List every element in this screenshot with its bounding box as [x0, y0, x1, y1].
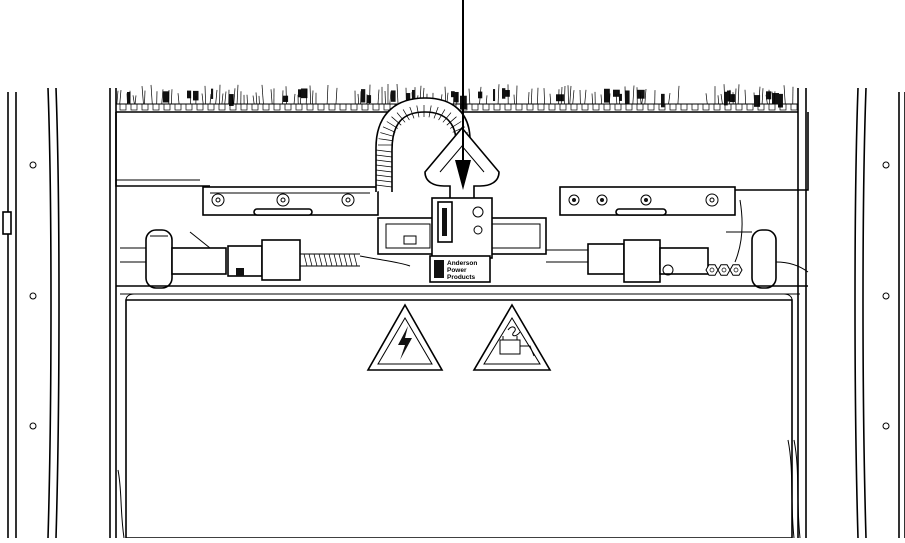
left-rail-hole	[29, 161, 37, 169]
lower-side-cables	[117, 439, 801, 539]
battery-top-edge	[116, 285, 808, 539]
callout-arrow	[455, 0, 471, 190]
right-bracket	[559, 186, 736, 216]
right-rail-hole	[882, 422, 890, 430]
high-voltage-warning-icon	[366, 303, 444, 371]
brand-line-1: Anderson	[447, 260, 477, 267]
left-rail-hole	[29, 292, 37, 300]
left-rail-hole	[29, 422, 37, 430]
right-side-rail	[854, 87, 905, 539]
brand-line-2: Power	[447, 267, 467, 274]
connector-housing	[377, 197, 547, 259]
left-bracket	[202, 186, 379, 216]
left-cable-assembly	[120, 229, 411, 289]
left-side-rail	[2, 87, 60, 539]
brand-line-3: Products	[447, 274, 476, 281]
top-mounting-plate	[115, 112, 809, 191]
right-cable-assembly	[546, 199, 809, 289]
battery-warning-icon	[472, 303, 552, 371]
right-rail-hole	[882, 292, 890, 300]
anderson-power-label: Anderson Power Products	[429, 255, 491, 283]
cable-loop	[375, 97, 471, 192]
right-rail-hole	[882, 161, 890, 169]
